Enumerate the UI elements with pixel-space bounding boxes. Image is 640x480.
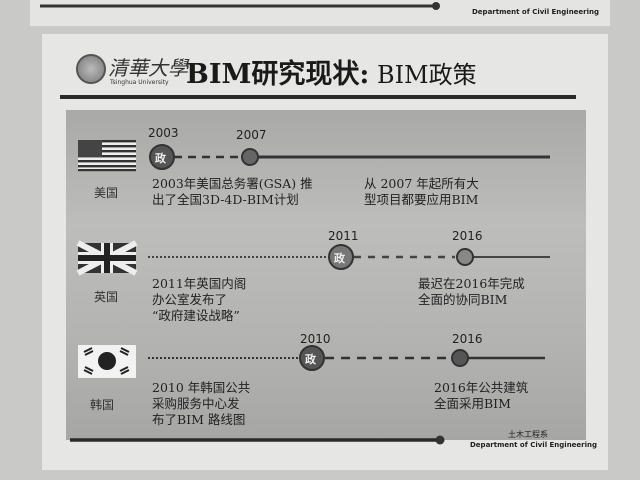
policy-marker-2011 bbox=[328, 244, 354, 270]
year-label: 2007 bbox=[236, 128, 267, 142]
milestone-marker-2016-uk bbox=[456, 248, 474, 266]
left-description: 2010 年韩国公共采购服务中心发布了BIM 路线图 bbox=[152, 380, 251, 427]
title-sub: BIM政策 bbox=[369, 61, 477, 89]
left-description: 2011年英国内阁办公室发布了“政府建设战略” bbox=[152, 276, 247, 323]
previous-footer-dot bbox=[432, 2, 440, 10]
footer-department-cn: 土木工程系 bbox=[508, 430, 548, 439]
year-label: 2016 bbox=[452, 332, 483, 346]
country-label: 美国 bbox=[94, 186, 119, 200]
milestone-marker-2016-korea bbox=[451, 349, 469, 367]
title-main: BIM研究现状: bbox=[186, 59, 370, 90]
year-label: 2011 bbox=[328, 229, 359, 243]
year-label: 2010 bbox=[300, 332, 331, 346]
korea-flag bbox=[78, 345, 136, 378]
policy-icon: 政 bbox=[155, 152, 166, 165]
uk-flag bbox=[76, 240, 138, 276]
year-label: 2003 bbox=[148, 126, 179, 140]
slide-title: BIM研究现状: BIM政策 bbox=[186, 52, 477, 91]
previous-slide-strip bbox=[30, 0, 610, 26]
right-description: 从 2007 年起所有大型项目都要应用BIM bbox=[364, 176, 479, 207]
policy-marker-2010 bbox=[299, 345, 325, 371]
policy-marker-2003 bbox=[149, 144, 175, 170]
footer-department-en: Department of Civil Engineering bbox=[470, 441, 598, 449]
right-description: 最迟在2016年完成全面的协同BIM bbox=[418, 276, 525, 307]
right-description: 2016年公共建筑全面采用BIM bbox=[434, 380, 529, 411]
usa-flag bbox=[78, 140, 136, 172]
previous-footer-department: Department of Civil Engineering bbox=[472, 8, 600, 16]
tsinghua-seal-logo bbox=[76, 54, 106, 84]
policy-icon: 政 bbox=[334, 252, 345, 265]
country-label: 英国 bbox=[94, 290, 119, 304]
policy-icon: 政 bbox=[305, 353, 316, 366]
logo-text: 清華大學 bbox=[108, 56, 188, 80]
footer-rule-dot bbox=[435, 435, 445, 445]
year-label: 2016 bbox=[452, 229, 483, 243]
left-description: 2003年美国总务署(GSA) 推出了全国3D-4D-BIM计划 bbox=[152, 176, 313, 207]
milestone-marker-2007 bbox=[241, 148, 259, 166]
logo-subtitle: Tsinghua University bbox=[110, 79, 169, 86]
country-label: 韩国 bbox=[90, 398, 115, 412]
